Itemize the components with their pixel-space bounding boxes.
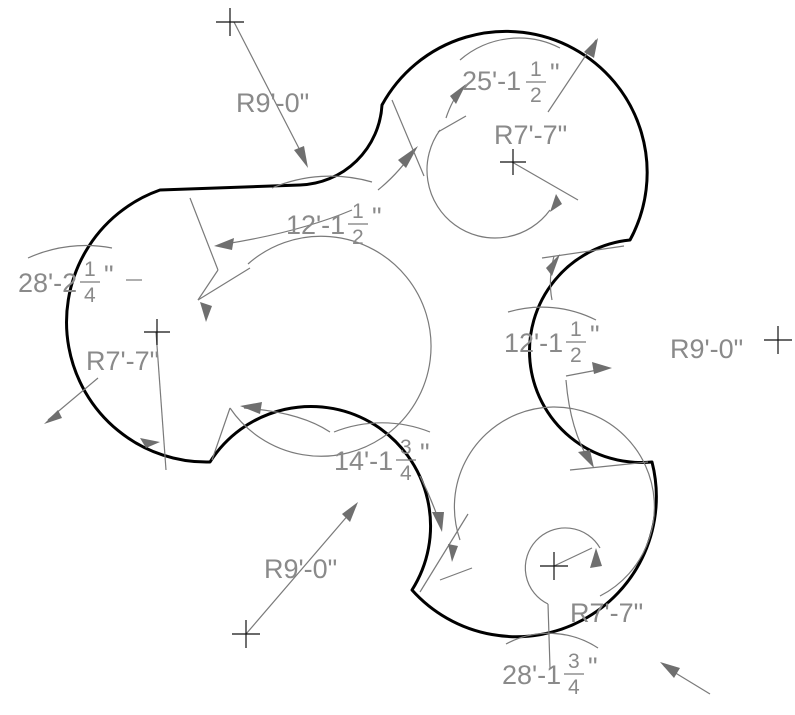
crosshair-bottom-left <box>232 620 260 648</box>
dim-25-unit: " <box>550 58 560 88</box>
dim-28a-den: 4 <box>84 284 96 307</box>
left-ext-top <box>189 197 219 271</box>
left-lobe-dimensions <box>27 99 432 471</box>
dim-28b-num: 3 <box>568 650 580 673</box>
right-12-arrow-top <box>546 254 560 276</box>
bm-ext-short <box>439 567 473 581</box>
tl-12-arrow-left <box>214 238 234 250</box>
top-25-arc <box>459 37 561 61</box>
dim-28a-num: 1 <box>84 258 96 281</box>
top-ext-short <box>437 115 467 133</box>
dim-28b-unit: " <box>588 652 598 682</box>
bm-14-arc <box>333 422 431 433</box>
bm-14-arrow-right <box>432 512 444 532</box>
right-ext-top <box>541 245 625 259</box>
dim-28a-unit: " <box>104 260 114 290</box>
dim-25-den: 2 <box>530 84 542 107</box>
br-small-arrow <box>590 548 602 568</box>
dim-12a-num: 1 <box>352 200 364 223</box>
dim-12b-unit: " <box>590 320 600 350</box>
br-inner-arc <box>453 406 655 597</box>
top-r9-arrow <box>294 146 308 168</box>
dim-14-whole: 14'-1 <box>334 446 393 476</box>
top-inner-arc <box>426 129 551 239</box>
right-r9-arrow <box>592 362 612 374</box>
right-12-arc <box>507 306 597 321</box>
top-radial-arrow <box>550 194 562 212</box>
br-small-arc <box>524 527 601 605</box>
dim-14-num: 3 <box>400 436 412 459</box>
top-radial-line <box>511 161 579 201</box>
dim-12b-den: 2 <box>570 344 582 367</box>
left-inner-arc <box>229 235 432 457</box>
dim-25-whole: 25'-1 <box>462 66 521 96</box>
left-lower-arrow <box>140 438 160 448</box>
dim-12b-whole: 12'-1 <box>504 328 563 358</box>
r7-label-top: R7'-7" <box>494 120 567 150</box>
bottom-right-lobe-dimensions <box>453 406 711 695</box>
left-inner-arrow <box>200 302 212 322</box>
part-outline <box>65 29 658 639</box>
dim-28b-den: 4 <box>568 676 580 699</box>
tl-12-arc-top <box>271 175 373 189</box>
left-28-arc <box>27 244 113 259</box>
r9-label-bottom: R9'-0" <box>264 554 337 584</box>
dim-12-1-1-2-right: 12'-1 1 2 " <box>504 318 600 367</box>
bm-inner-arrow <box>448 544 458 562</box>
r9-label-top: R9'-0" <box>236 88 309 118</box>
dim-12-1-1-2-top: 12'-1 1 2 " <box>286 200 382 249</box>
left-ext-top2 <box>197 269 219 301</box>
crosshair-bottom-right-lobe <box>540 552 568 580</box>
dimension-labels: R9'-0" R9'-0" R9'-0" R7'-7" R7'-7" R7'-7… <box>18 58 743 699</box>
left-ext-bottom <box>211 407 231 461</box>
crosshair-top-left <box>216 8 244 36</box>
top-lobe-dimensions <box>233 21 598 239</box>
dim-28-1-3-4: 28'-1 3 4 " <box>502 650 598 699</box>
dim-25-1-1-2: 25'-1 1 2 " <box>462 58 560 107</box>
tl-12-arrow-right <box>398 146 418 168</box>
dim-12a-whole: 12'-1 <box>286 210 345 240</box>
bl-r9-arrow <box>342 502 358 522</box>
left-radial-line <box>155 331 167 471</box>
r7-label-left: R7'-7" <box>86 346 159 376</box>
br-r9-arrow <box>660 662 680 678</box>
right-ext-bottom <box>569 461 649 471</box>
right-dimensions <box>507 245 649 471</box>
dim-28a-whole: 28'-2 <box>18 268 77 298</box>
dim-28b-whole: 28'-1 <box>502 660 561 690</box>
center-marks <box>144 8 792 648</box>
right-12-arc-top <box>549 255 555 301</box>
dim-28-2-1-4: 28'-2 1 4 " <box>18 258 114 307</box>
dim-12a-unit: " <box>372 202 382 232</box>
br-radial-line <box>553 547 593 567</box>
top-r9-leader <box>233 21 307 163</box>
br-28-arc <box>505 632 599 649</box>
dim-14-unit: " <box>420 438 430 468</box>
crosshair-right <box>764 326 792 354</box>
bottom-middle-dimensions <box>240 402 473 635</box>
bl-r9-leader <box>245 505 357 635</box>
r7-label-bottom: R7'-7" <box>570 598 643 628</box>
bm-14-arrow-left <box>240 402 262 414</box>
dim-14-1-3-4: 14'-1 3 4 " <box>334 436 430 485</box>
dim-12a-den: 2 <box>352 226 364 249</box>
dim-25-num: 1 <box>530 58 542 81</box>
right-12-arrow-bottom <box>578 450 594 468</box>
top-25-arrow <box>450 84 466 104</box>
br-ext-vertical <box>547 603 551 669</box>
part-outline-path <box>65 29 658 639</box>
r9-label-right: R9'-0" <box>670 334 743 364</box>
left-r7-arrow <box>44 410 62 424</box>
dim-14-den: 4 <box>400 462 412 485</box>
crosshair-top-lobe <box>500 149 526 175</box>
tl-12-arc-left <box>224 209 353 245</box>
bm-ext-line <box>419 513 469 593</box>
crosshair-left-lobe <box>144 319 170 345</box>
left-ext-cut <box>197 267 251 301</box>
top-r7-arrow <box>584 38 598 58</box>
tl-ext-line <box>391 99 425 177</box>
dim-12b-num: 1 <box>570 318 582 341</box>
